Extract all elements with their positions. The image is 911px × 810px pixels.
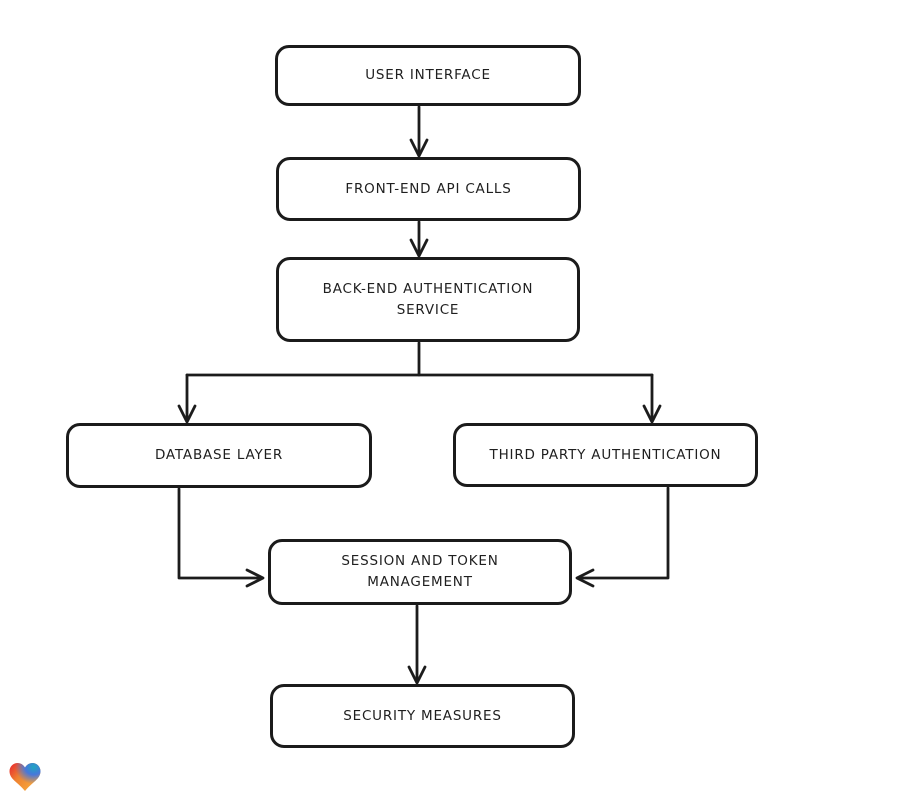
edge-split-to-database-layer [177,373,197,424]
node-database-layer[interactable]: DATABASE LAYER [66,423,372,488]
edge-database-layer-to-session-management [177,487,265,588]
node-security-measures[interactable]: SECURITY MEASURES [270,684,575,748]
edge-split-to-third-party-authentication [642,373,662,424]
node-label: BACK-END AUTHENTICATION SERVICE [322,280,534,318]
edge-user-interface-to-front-end-api-calls [409,105,429,158]
node-session-and-token-management[interactable]: SESSION AND TOKEN MANAGEMENT [268,539,572,605]
node-label: SESSION AND TOKEN MANAGEMENT [341,553,499,590]
edge-front-end-api-calls-to-back-end-authentication [409,220,429,258]
node-back-end-authentication-service[interactable]: BACK-END AUTHENTICATION SERVICE [276,257,580,342]
node-user-interface[interactable]: USER INTERFACE [275,45,581,106]
gradient-heart-logo-icon [9,762,41,792]
node-front-end-api-calls[interactable]: FRONT-END API CALLS [276,157,581,221]
node-third-party-authentication[interactable]: THIRD PARTY AUTHENTICATION [453,423,758,487]
edge-back-end-authentication-branch-split [185,341,654,377]
edge-third-party-to-session-management [575,486,670,588]
edge-session-management-to-security-measures [407,604,427,685]
node-label: SECURITY MEASURES [343,707,502,724]
node-label: DATABASE LAYER [154,447,284,464]
node-label: THIRD PARTY AUTHENTICATION [489,446,722,463]
node-label: FRONT-END API CALLS [345,180,512,197]
node-label: USER INTERFACE [365,67,491,84]
